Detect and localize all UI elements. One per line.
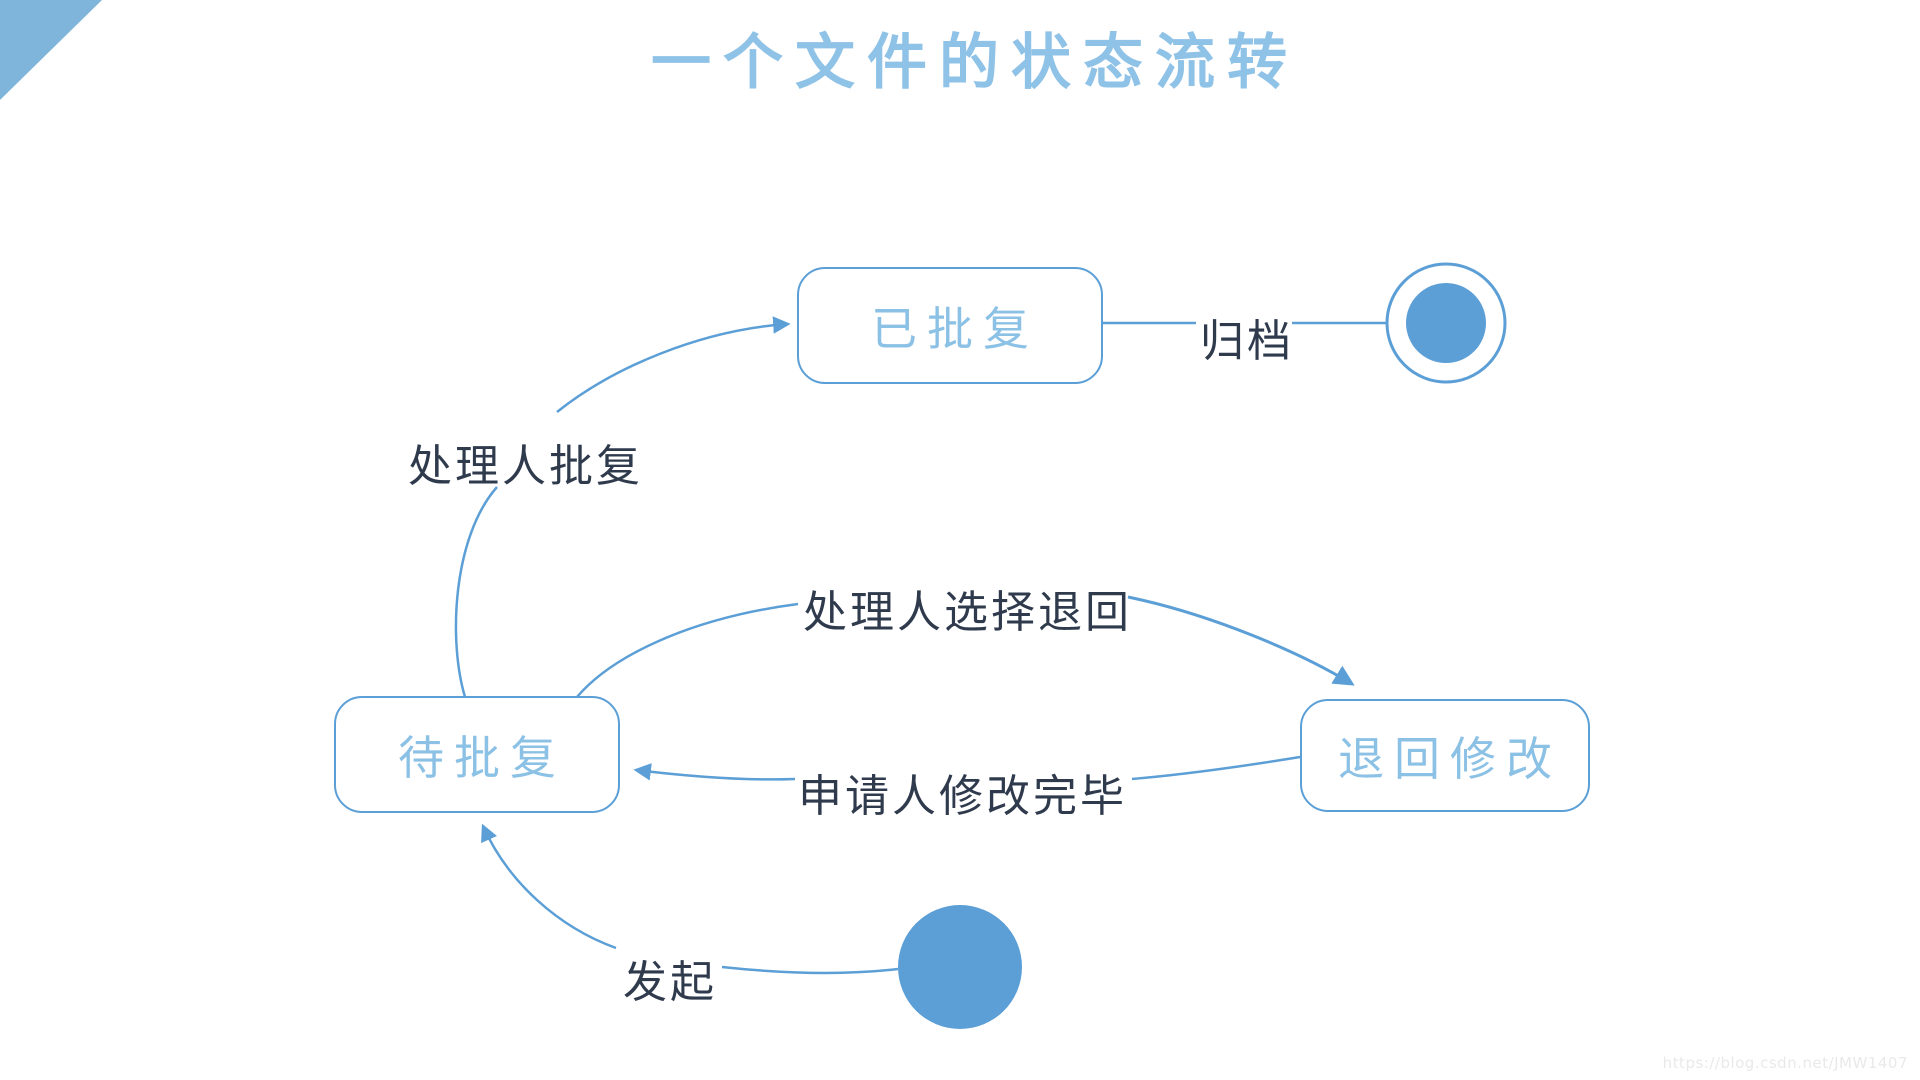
end-state-inner-circle <box>1406 283 1486 363</box>
state-box-pending: 待批复 <box>334 696 620 813</box>
transition-returned-to-pending-left <box>633 763 796 781</box>
state-box-returned: 退回修改 <box>1300 699 1590 812</box>
corner-triangle-decoration <box>0 0 102 100</box>
transition-start-to-pending-right <box>721 965 899 975</box>
state-label-pending: 待批复 <box>398 730 566 785</box>
state-label-returned: 退回修改 <box>1338 731 1562 786</box>
transition-label-archive: 归档 <box>1200 316 1294 367</box>
transition-pending-to-returned-right <box>1127 595 1355 686</box>
transition-label-initiate: 发起 <box>623 957 717 1008</box>
page-title: 一个文件的状态流转 <box>651 28 1299 98</box>
transition-pending-to-approved-lower <box>454 486 498 698</box>
transition-label-handler-returns: 处理人选择退回 <box>803 587 1132 638</box>
transition-start-to-pending-left <box>481 823 617 950</box>
state-label-approved: 已批复 <box>871 301 1039 356</box>
transition-label-handler-approves: 处理人批复 <box>408 441 643 492</box>
transition-pending-to-approved-upper <box>556 316 791 413</box>
transition-returned-to-pending-right <box>1131 755 1301 781</box>
watermark-url: https://blog.csdn.net/JMW1407 <box>1662 1054 1908 1072</box>
transition-pending-to-returned-left <box>576 602 799 698</box>
state-box-approved: 已批复 <box>797 267 1103 384</box>
start-state-circle <box>898 905 1022 1029</box>
transition-label-applicant-modified: 申请人修改完毕 <box>798 771 1127 822</box>
